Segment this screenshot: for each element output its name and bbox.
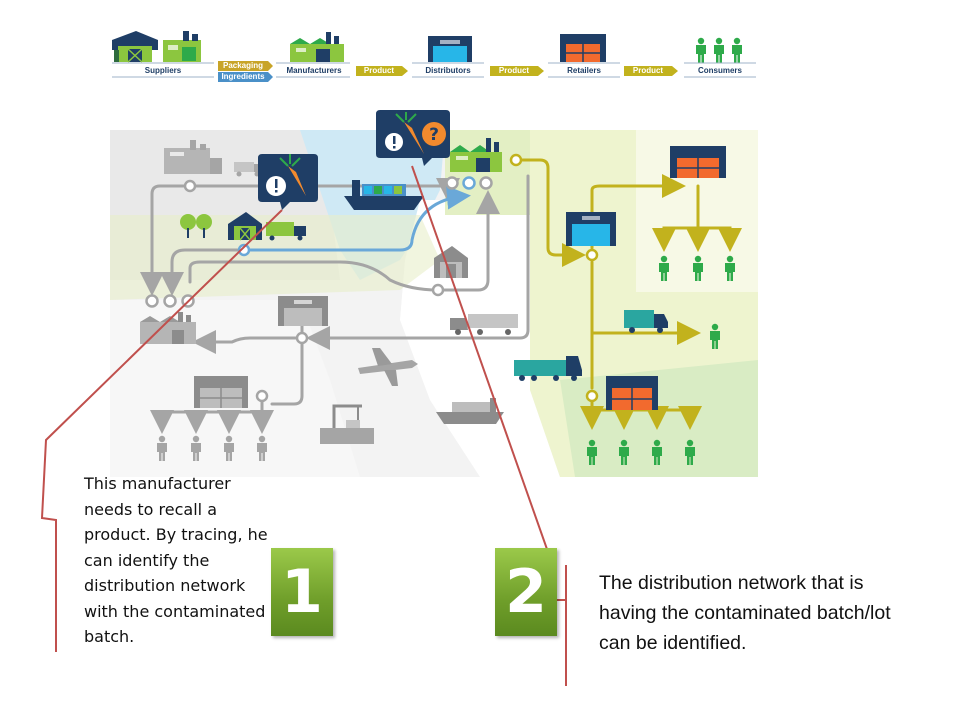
airplane-icon: [358, 348, 418, 386]
suppliers-factory-icon: [163, 31, 201, 62]
gray-factory-icon: [140, 312, 196, 344]
stage-label-consumers: Consumers: [697, 66, 742, 75]
header-strip: [112, 31, 756, 82]
step-1-badge: 1: [271, 548, 333, 636]
callout-text-step-2: The distribution network that is having …: [599, 572, 891, 654]
distributor-warehouse-icon: [566, 212, 616, 246]
retail-store-bottom-icon: [606, 376, 658, 410]
stage-label-distributors: Distributors: [425, 66, 471, 75]
semi-truck-icon: [514, 356, 582, 381]
manufacturer-factory-icon: [450, 138, 502, 172]
retailers-store-icon: [560, 34, 606, 62]
manufacturers-factory-icon: [290, 32, 344, 62]
stage-label-manufacturers: Manufacturers: [286, 66, 342, 75]
svg-text:?: ?: [429, 125, 439, 145]
stage-label-retailers: Retailers: [567, 66, 601, 75]
flow-lines: [140, 158, 742, 434]
supplier-factory-icon: [164, 140, 222, 174]
gray-truck-icon: [450, 314, 518, 335]
question-icon: [422, 122, 446, 146]
flow-nodes: [145, 153, 599, 403]
callout-text-step-1: This manufacturer needs to recall a prod…: [84, 474, 268, 646]
connector-product-1: Product: [363, 66, 395, 75]
port-crane-icon: [320, 404, 374, 444]
step-2-badge: 2: [495, 548, 557, 636]
cargo-ship-icon: [344, 180, 424, 210]
farm-truck-icon: [266, 222, 306, 241]
distributors-warehouse-icon: [428, 36, 472, 62]
alert-bubble-supplier: [258, 154, 318, 210]
gray-warehouse-icon: [278, 296, 328, 326]
retail-store-top-icon: [670, 146, 726, 178]
connector-packaging: Packaging: [222, 61, 263, 70]
suppliers-barn-icon: [112, 31, 158, 63]
farm-trees-icon: [180, 214, 212, 238]
carrot-icon: [404, 122, 424, 154]
farm-barn-icon: [228, 212, 262, 241]
map-background: [110, 130, 758, 477]
delivery-van-icon: [624, 310, 668, 333]
gray-ship-icon: [436, 398, 504, 424]
connector-product-2: Product: [498, 66, 530, 75]
carrot-icon: [288, 166, 306, 196]
consumers-people-icon: [696, 37, 742, 63]
alert-bubble-manufacturer: ?: [376, 110, 450, 166]
connector-product-3: Product: [632, 66, 664, 75]
connector-ingredients: Ingredients: [221, 72, 265, 81]
stage-label-suppliers: Suppliers: [144, 66, 182, 75]
gray-store-icon: [194, 376, 248, 408]
